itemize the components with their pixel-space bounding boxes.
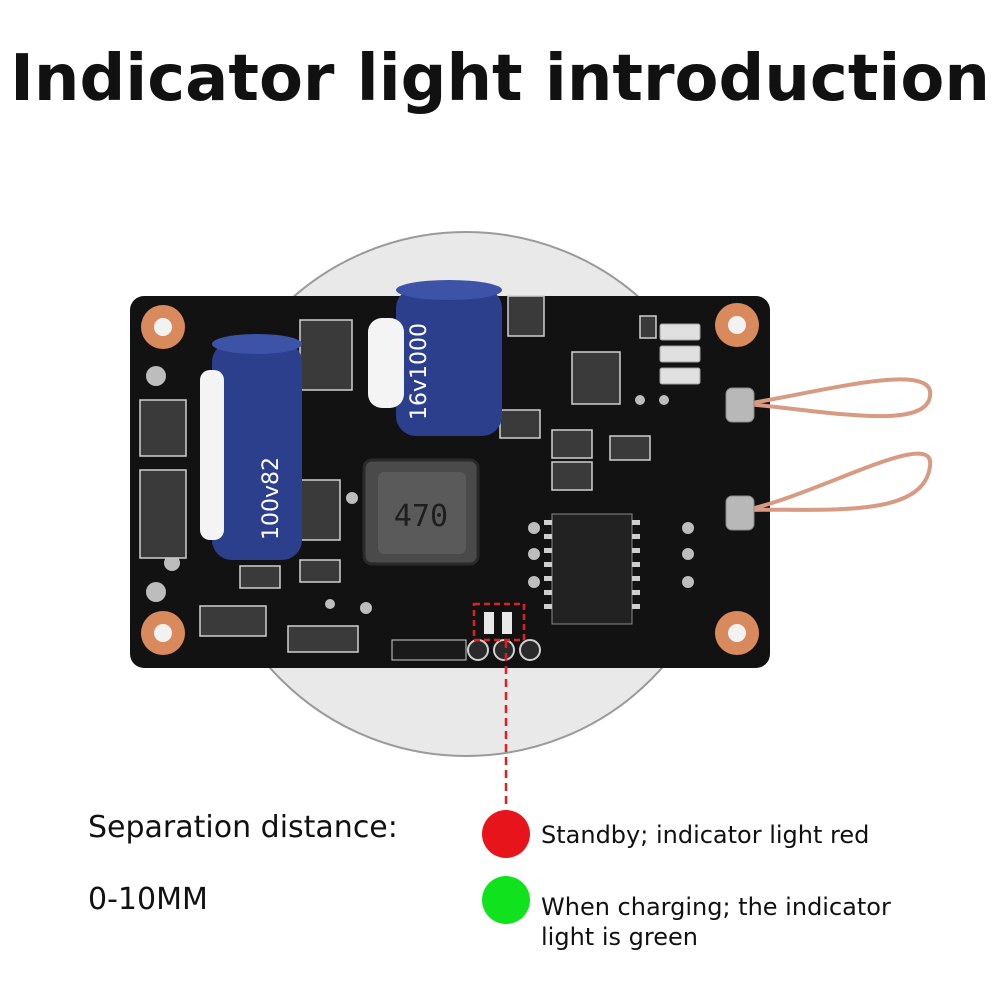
smd-components — [139, 295, 657, 653]
svg-text:16v1000: 16v1000 — [407, 323, 432, 420]
light-resistor-array — [659, 323, 701, 385]
svg-text:100v82: 100v82 — [259, 457, 284, 540]
separation-distance-value: 0-10MM — [88, 882, 208, 917]
led-callout-box — [472, 602, 526, 642]
red-indicator-dot — [482, 810, 530, 858]
charging-description: When charging; the indicator light is gr… — [541, 893, 891, 951]
solder-pads — [146, 366, 694, 614]
coil-wires — [745, 377, 933, 512]
separation-distance-label: Separation distance: — [88, 810, 398, 845]
indicator-led — [484, 612, 512, 634]
capacitor-left: 100v82 — [200, 334, 302, 560]
svg-text:470: 470 — [394, 499, 448, 534]
ic-chip — [544, 513, 640, 625]
mounting-hole — [715, 303, 759, 347]
pin-header — [391, 639, 541, 661]
green-indicator-dot — [482, 876, 530, 924]
mounting-hole — [141, 305, 185, 349]
standby-description: Standby; indicator light red — [541, 821, 870, 849]
capacitor-right: 16v1000 — [368, 280, 502, 436]
mounting-hole — [141, 611, 185, 655]
wire-solder-joints — [725, 387, 755, 531]
page-title: Indicator light introduction — [10, 42, 990, 116]
inductor: 470 — [362, 458, 480, 566]
mounting-hole — [715, 611, 759, 655]
